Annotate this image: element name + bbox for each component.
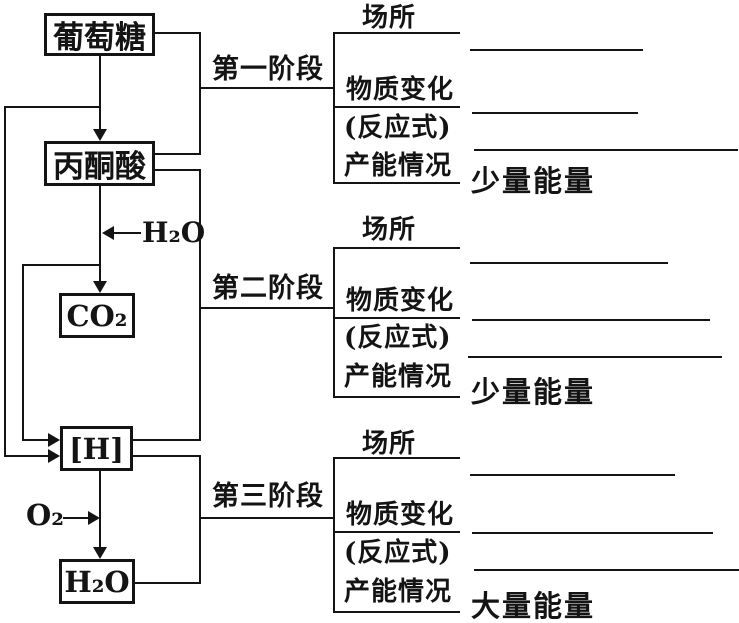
change-label: 物质变化: [346, 500, 455, 530]
glucose-to-rail-line: [155, 32, 201, 34]
stage3-bottom-separator: [333, 611, 460, 613]
place-label: 场所: [362, 429, 417, 459]
stage1-connector-line: [200, 87, 334, 89]
stage3-equation-blank-line: [474, 569, 739, 571]
flow-line-pyruvate-to-co2: [99, 186, 101, 282]
stage1-bottom-separator: [333, 182, 460, 184]
stage3-change-separator: [333, 531, 460, 533]
glucose-to-h-line: [4, 106, 6, 457]
stage1-bracket-line: [333, 32, 335, 184]
stage2-change-separator: [333, 317, 460, 319]
water-input-label: H₂O: [142, 216, 206, 249]
stage2-place-blank-line: [470, 262, 668, 264]
energy-label: 产能情况: [344, 577, 453, 607]
stage2-rail-line: [199, 169, 201, 441]
pyruvate-branch-line: [22, 264, 100, 266]
stage1-place-blank-line: [470, 49, 643, 51]
flow-line-h-to-water: [99, 470, 101, 548]
stage3-energy-value: 大量能量: [471, 589, 596, 623]
stage2-connector-line: [200, 307, 334, 309]
stage1-change-separator: [333, 106, 460, 108]
equation-label: (反应式): [344, 538, 452, 568]
energy-label: 产能情况: [344, 151, 453, 181]
arrow-left-icon: [102, 226, 114, 240]
stage3-bracket-line: [333, 457, 335, 613]
arrow-down-icon: [93, 281, 107, 293]
co2-box: CO₂: [59, 293, 135, 338]
stage3-label: 第三阶段: [212, 481, 324, 512]
h-to-stage3-line: [132, 455, 201, 457]
equation-label: (反应式): [344, 113, 452, 143]
stage3-place-blank-line: [470, 474, 675, 476]
change-label: 物质变化: [346, 286, 455, 316]
stage1-equation-blank-line: [474, 149, 738, 151]
stage2-equation-blank-line: [468, 356, 722, 358]
glucose-to-h-shaft: [4, 455, 49, 457]
pyruvate-to-stage2-line: [155, 169, 201, 171]
pyruvate-to-h-shaft: [22, 439, 49, 441]
water-box: H₂O: [59, 559, 135, 604]
h-to-stage2-line: [132, 439, 201, 441]
place-label: 场所: [362, 3, 417, 33]
stage1-rail-line: [199, 32, 201, 155]
glucose-box: 葡萄糖: [44, 13, 155, 56]
stage2-place-separator: [333, 247, 460, 249]
flow-line-glucose-to-pyruvate: [99, 55, 101, 131]
water-to-stage3-line: [134, 582, 201, 584]
arrow-down-icon: [93, 547, 107, 559]
stage2-bracket-line: [333, 247, 335, 398]
oxygen-input-shaft: [63, 517, 90, 519]
glucose-branch-line: [4, 106, 100, 108]
stage3-connector-line: [200, 517, 334, 519]
oxygen-input-label: O₂: [26, 498, 64, 532]
stage2-change-blank-line: [472, 319, 710, 321]
stage1-label: 第一阶段: [212, 54, 324, 85]
equation-label: (反应式): [344, 323, 452, 353]
stage1-change-blank-line: [472, 112, 638, 114]
stage2-label: 第二阶段: [212, 273, 324, 304]
stage1-place-separator: [333, 32, 460, 34]
pyruvate-to-rail-line: [155, 153, 201, 155]
hydrogen-carrier-box: [H]: [60, 426, 133, 471]
stage3-rail-line: [199, 455, 201, 584]
arrow-right-icon: [48, 433, 60, 447]
stage3-change-blank-line: [472, 532, 713, 534]
stage2-bottom-separator: [333, 396, 460, 398]
pyruvate-box: 丙酮酸: [44, 141, 155, 186]
energy-label: 产能情况: [344, 362, 453, 392]
stage1-energy-value: 少量能量: [471, 164, 596, 198]
arrow-right-icon: [48, 449, 60, 463]
place-label: 场所: [362, 215, 417, 245]
stage3-place-separator: [333, 457, 460, 459]
change-label: 物质变化: [346, 75, 455, 105]
water-input-shaft: [112, 232, 141, 234]
arrow-right-icon: [88, 511, 100, 525]
pyruvate-to-h-line: [22, 264, 24, 441]
arrow-down-icon: [93, 129, 107, 141]
stage2-energy-value: 少量能量: [471, 375, 596, 409]
